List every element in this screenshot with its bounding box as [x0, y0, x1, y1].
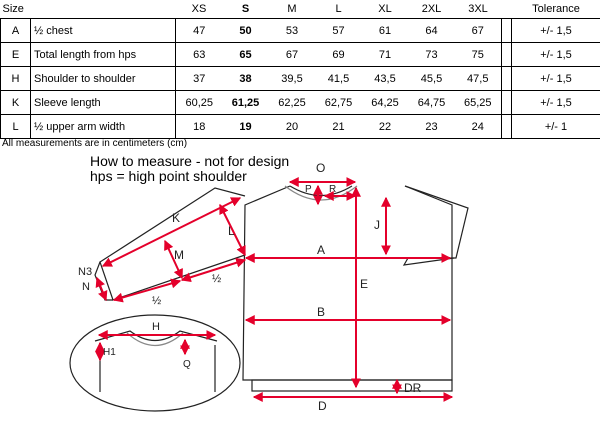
label-A: A — [317, 243, 325, 257]
row-letter: K — [0, 90, 31, 115]
tolerance-cell: +/- 1,5 — [511, 42, 600, 67]
size-value-cell: 61 — [361, 18, 409, 43]
size-value-cell: 21 — [315, 114, 362, 139]
label-L: L — [228, 224, 235, 238]
label-DR: DR — [404, 381, 422, 395]
label-P: P — [305, 184, 312, 195]
size-value-cell: 62,75 — [315, 90, 362, 115]
size-value-cell: 38 — [222, 66, 269, 91]
size-value-cell: 75 — [454, 42, 502, 67]
row-letter: L — [0, 114, 31, 139]
size-value-cell: 22 — [361, 114, 409, 139]
size-col-s: S — [222, 0, 269, 19]
size-value-cell: 63 — [175, 42, 223, 67]
size-value-cell: 47,5 — [454, 66, 502, 91]
label-Q: Q — [183, 359, 191, 370]
measurement-note: All measurements are in centimeters (cm) — [2, 138, 188, 149]
size-value-cell: 60,25 — [175, 90, 223, 115]
size-value-cell: 73 — [408, 42, 455, 67]
spacer-cell — [501, 42, 512, 67]
size-col-l: L — [315, 0, 362, 19]
size-value-cell: 37 — [175, 66, 223, 91]
tolerance-cell: +/- 1,5 — [511, 66, 600, 91]
spacer-cell — [501, 114, 512, 139]
row-letter: E — [0, 42, 31, 67]
size-value-cell: 67 — [268, 42, 316, 67]
size-header: Size — [0, 0, 176, 19]
tolerance-cell: +/- 1,5 — [511, 18, 600, 43]
size-value-cell: 50 — [222, 18, 269, 43]
size-value-cell: 57 — [315, 18, 362, 43]
shoulder-detail — [69, 314, 241, 412]
label-E: E — [360, 277, 368, 291]
size-value-cell: 53 — [268, 18, 316, 43]
row-label: Shoulder to shoulder — [30, 66, 176, 91]
size-value-cell: 67 — [454, 18, 502, 43]
tolerance-cell: +/- 1,5 — [511, 90, 600, 115]
size-col-xl: XL — [361, 0, 409, 19]
row-label: Total length from hps — [30, 42, 176, 67]
row-letter: H — [0, 66, 31, 91]
size-value-cell: 20 — [268, 114, 316, 139]
table-header-row: Size XS S M L XL 2XL 3XL Tolerance — [0, 0, 600, 19]
spacer-cell — [501, 66, 512, 91]
label-B: B — [317, 305, 325, 319]
label-J: J — [374, 218, 380, 232]
label-H: H — [152, 321, 160, 333]
size-value-cell: 43,5 — [361, 66, 409, 91]
tolerance-header: Tolerance — [511, 0, 600, 19]
size-value-cell: 65 — [222, 42, 269, 67]
tolerance-cell: +/- 1 — [511, 114, 600, 139]
measure-lines — [95, 177, 454, 402]
size-value-cell: 18 — [175, 114, 223, 139]
size-col-m: M — [268, 0, 316, 19]
label-H1: H1 — [103, 347, 116, 358]
size-value-cell: 69 — [315, 42, 362, 67]
size-value-cell: 71 — [361, 42, 409, 67]
size-value-cell: 23 — [408, 114, 455, 139]
size-value-cell: 62,25 — [268, 90, 316, 115]
label-K: K — [172, 211, 180, 225]
row-label: Sleeve length — [30, 90, 176, 115]
label-N: N — [82, 281, 90, 293]
spacer-cell — [501, 90, 512, 115]
size-value-cell: 61,25 — [222, 90, 269, 115]
spacer-col — [501, 0, 512, 19]
label-D: D — [318, 399, 327, 413]
size-value-cell: 24 — [454, 114, 502, 139]
size-value-cell: 64,75 — [408, 90, 455, 115]
label-M: M — [174, 248, 184, 262]
size-col-3xl: 3XL — [454, 0, 502, 19]
size-value-cell: 65,25 — [454, 90, 502, 115]
size-value-cell: 47 — [175, 18, 223, 43]
label-half-2: ½ — [152, 295, 161, 307]
size-value-cell: 19 — [222, 114, 269, 139]
size-col-xs: XS — [175, 0, 223, 19]
row-label: ½ chest — [30, 18, 176, 43]
size-value-cell: 64 — [408, 18, 455, 43]
label-N3: N3 — [78, 266, 92, 278]
label-half-1: ½ — [212, 273, 221, 285]
spacer-cell — [501, 18, 512, 43]
label-R: R — [329, 184, 336, 195]
caption-line2: hps = high point shoulder — [90, 168, 247, 184]
size-col-2xl: 2XL — [408, 0, 455, 19]
size-value-cell: 64,25 — [361, 90, 409, 115]
diagram-labels: O P R K L J A M E N3 N ½ ½ B H H1 Q DR D — [78, 161, 422, 413]
row-letter: A — [0, 18, 31, 43]
row-label: ½ upper arm width — [30, 114, 176, 139]
size-value-cell: 45,5 — [408, 66, 455, 91]
caption-line1: How to measure - not for design — [90, 153, 289, 169]
label-O: O — [316, 161, 325, 175]
size-value-cell: 39,5 — [268, 66, 316, 91]
size-value-cell: 41,5 — [315, 66, 362, 91]
garment-diagram: How to measure - not for design hps = hi… — [69, 153, 469, 413]
